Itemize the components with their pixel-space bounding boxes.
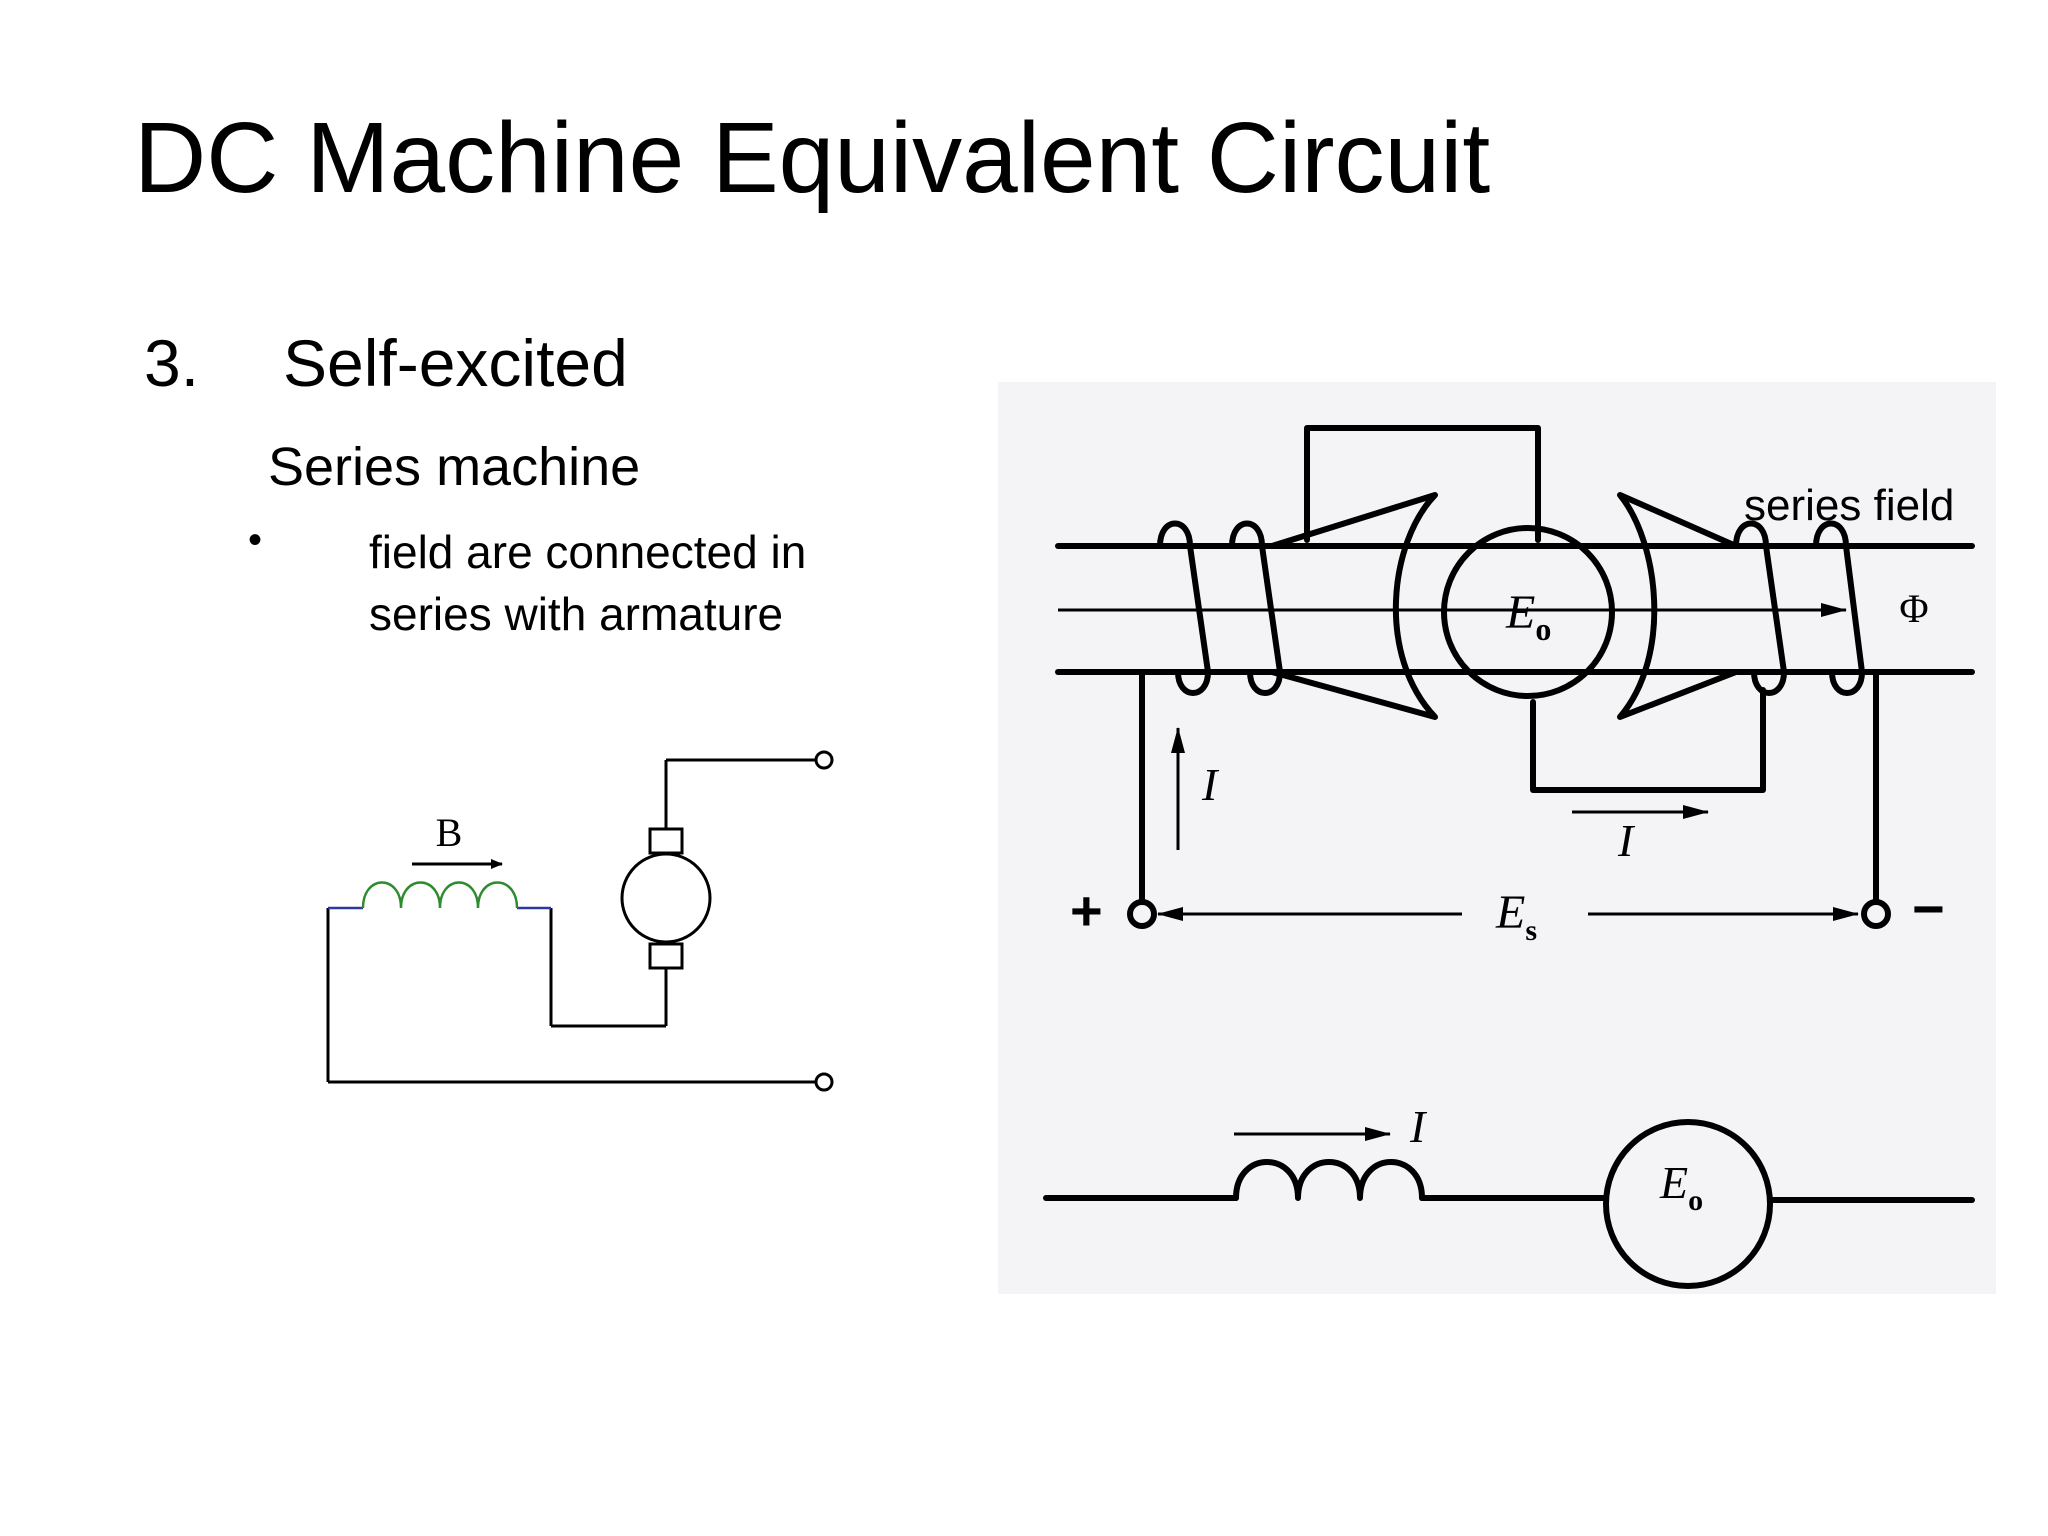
field-label: B	[436, 810, 463, 855]
bullet-text: field are connected in series with armat…	[369, 521, 806, 645]
terminal-voltage-sub: s	[1525, 914, 1537, 947]
bottom-current-label: I	[1409, 1101, 1428, 1152]
armature-emf-main: E	[1505, 586, 1535, 639]
bottom-loop	[1530, 687, 1766, 793]
bottom-inductor	[1233, 1159, 1425, 1201]
armature-emf-label: Eo	[1505, 586, 1551, 647]
slide-title: DC Machine Equivalent Circuit	[134, 102, 1491, 214]
terminal-voltage-main: E	[1495, 886, 1525, 939]
subitem-label: Series machine	[268, 437, 641, 497]
right-pole-shoe	[1617, 492, 1739, 720]
item-label: Self-excited	[283, 326, 628, 400]
bullet-line-2: series with armature	[369, 588, 784, 640]
bottom-armature-circle	[1603, 1119, 1773, 1289]
flux-label: Φ	[1899, 586, 1928, 631]
item-number: 3.	[144, 326, 200, 400]
terminal-voltage-label: Es	[1495, 886, 1537, 947]
armature-bottom-brush	[648, 942, 684, 970]
right-coil-turn-2	[1813, 520, 1865, 696]
bottom-emf-sub: o	[1688, 1184, 1703, 1217]
bottom-terminal	[814, 1072, 834, 1092]
bullet-line-1: field are connected in	[369, 526, 807, 578]
bottom-emf-label: Eo	[1659, 1157, 1703, 1217]
current-label-horizontal: I	[1617, 815, 1636, 866]
top-loop	[1304, 425, 1541, 543]
armature-emf-sub: o	[1535, 611, 1551, 647]
minus-sign: −	[1912, 877, 1945, 940]
top-terminal	[814, 750, 834, 770]
current-label-vertical: I	[1201, 759, 1220, 810]
left-pole-shoe	[1269, 492, 1438, 720]
armature-circle	[620, 852, 712, 944]
series-field-label: series field	[1744, 481, 1954, 530]
minus-terminal	[1861, 899, 1891, 929]
plus-terminal	[1127, 899, 1157, 929]
field-coil	[361, 881, 519, 909]
bullet-symbol: •	[248, 518, 263, 562]
bottom-emf-main: E	[1659, 1157, 1688, 1208]
plus-sign: +	[1070, 879, 1103, 942]
armature-circle-right	[1441, 525, 1615, 699]
